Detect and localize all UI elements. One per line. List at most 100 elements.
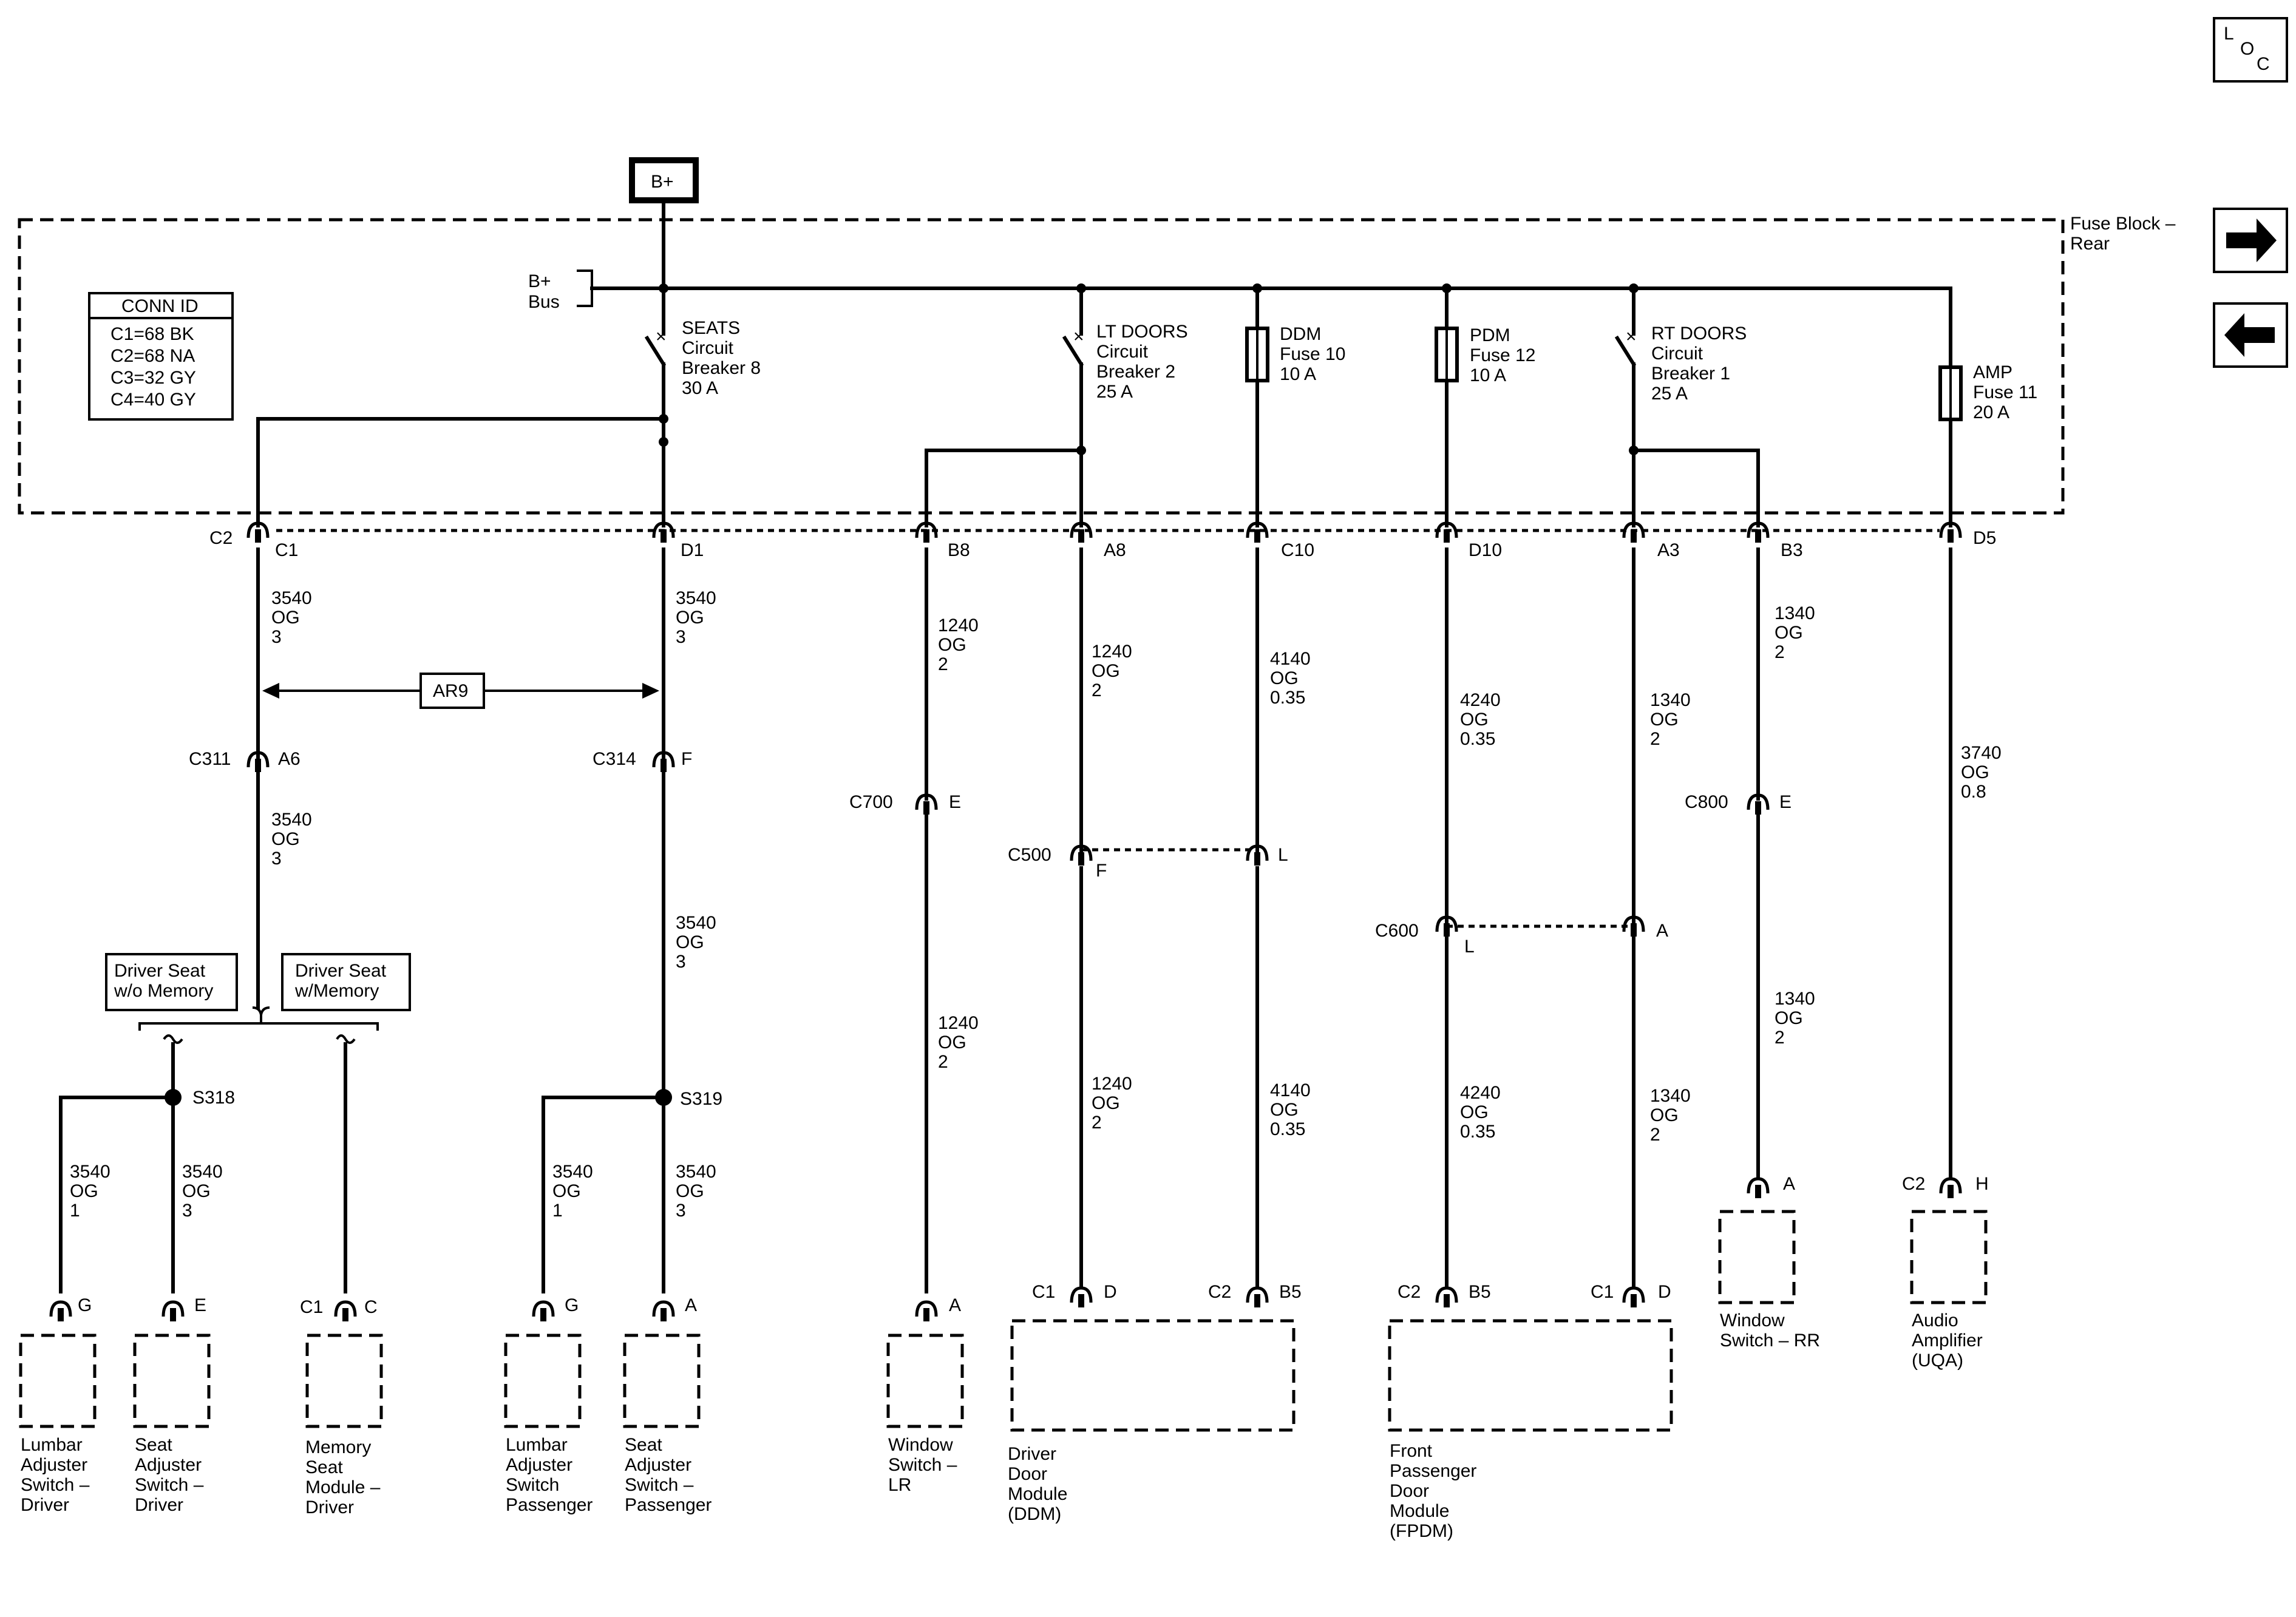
connector-label: C700 [849,792,893,812]
connector-symbol [1939,521,1962,543]
pin-label: D10 [1469,540,1502,560]
pin-label: D [1658,1282,1671,1302]
component-name: Passenger [506,1495,593,1515]
connector-symbol [1939,1177,1962,1198]
wire-label: 1340 [1775,989,1815,1009]
ar9-arrow: AR9 [262,673,659,709]
pin-label: D [1104,1282,1117,1302]
loc-letter: L [2224,24,2234,44]
wire-label: OG [1650,1105,1679,1125]
pin-label: F [681,749,692,769]
connector-label: C500 [1008,845,1051,865]
breaker-mark: × [1626,327,1637,347]
wire-label: 3 [676,1201,686,1221]
connector-symbol [1747,521,1770,543]
connector-label: C2 [209,528,233,548]
pin-label: A6 [278,749,301,769]
wire-label: 3740 [1961,743,2002,763]
arrow-right-icon [2226,219,2277,262]
component-name: Adjuster [625,1455,691,1475]
wire-label: OG [1775,623,1803,643]
wire-label: OG [938,1032,966,1053]
wire-label: 1240 [938,615,979,636]
pin-label: A [949,1295,961,1315]
wire-label: OG [1650,710,1679,730]
pin-label: H [1975,1174,1989,1194]
component-name: Switch – [21,1475,90,1495]
pin-label: B5 [1279,1282,1302,1302]
connector-label: C600 [1375,921,1419,941]
protection-label: Breaker 8 [682,358,761,378]
bus-label: B+ [528,271,551,291]
connector-label: C2 [1398,1282,1421,1302]
loc-box: L O C [2213,17,2288,83]
wire-label: OG [1961,762,1989,782]
wire-label: 1340 [1775,603,1815,623]
ddm-fuse: DDM Fuse 10 10 A [1245,286,1345,527]
wire-label: 4240 [1460,690,1501,710]
pin-label: F [1096,861,1107,881]
fuse-block-label: Fuse Block – [2070,214,2176,234]
wire-label: 2 [1650,1125,1660,1145]
wire-label: OG [1460,1102,1489,1122]
pin-label: A [1656,921,1668,941]
wire-label: 1240 [1092,642,1132,662]
wire-label: 2 [1650,729,1660,749]
component-name: Switch – [135,1475,204,1495]
wire-label: 1340 [1650,1086,1691,1106]
pin-label: C [364,1297,378,1317]
splice-label: S318 [192,1088,235,1108]
wire-label: OG [70,1181,98,1201]
wire-label: OG [1460,710,1489,730]
pin-label: E [194,1295,206,1315]
wire-label: 0.35 [1460,729,1495,749]
connector-symbol [49,1300,72,1321]
ar9-label: AR9 [433,681,468,701]
pin-label: A [685,1295,697,1315]
wire-label: 1240 [938,1013,979,1033]
bplus-bus: B+ Bus [528,198,1952,312]
component-name: Adjuster [506,1455,572,1475]
pin-label: A8 [1104,540,1126,560]
protection-label: Fuse 11 [1973,382,2037,402]
component-name: (UQA) [1912,1351,1963,1371]
component-name: Driver [21,1495,69,1515]
conn-id-row: C4=40 GY [110,390,196,410]
wire-label: OG [676,932,704,952]
component-name: Module [1008,1484,1067,1504]
protection-label: 25 A [1651,384,1688,404]
connector-symbol [1435,1286,1458,1307]
wire-label: 3540 [676,588,716,608]
component-name: (FPDM) [1390,1521,1453,1541]
previous-page-button[interactable] [2213,302,2288,368]
protection-label: AMP [1973,362,2012,382]
pin-label: C10 [1281,540,1314,560]
component-name: Window [1720,1310,1785,1331]
connector-symbol [915,1300,938,1321]
protection-label: LT DOORS [1096,322,1188,342]
connector-symbol [1622,915,1645,937]
wire-label: OG [1775,1008,1803,1028]
arrow-left-icon [2224,313,2275,357]
inline-connectors [49,751,1962,1321]
loc-letter: O [2240,39,2254,59]
wires [59,547,1952,1293]
component-name: Lumbar [506,1435,568,1455]
wire-label: 3540 [70,1162,110,1182]
protection-label: DDM [1280,324,1321,344]
connector-symbol [1747,793,1770,815]
component-name: Adjuster [21,1455,87,1475]
wire-label: 3 [271,849,282,869]
wire-label: 2 [1092,1113,1102,1133]
wire-label: 2 [1775,1028,1785,1048]
component-name: Seat [305,1457,343,1477]
connector-label: C1 [1591,1282,1614,1302]
wire-label: OG [676,1181,704,1201]
component-name: Memory [305,1437,371,1457]
component-name: Door [1008,1464,1047,1484]
pin-label: D5 [1973,528,1996,548]
next-page-button[interactable] [2213,208,2288,273]
connector-symbol [246,751,270,772]
